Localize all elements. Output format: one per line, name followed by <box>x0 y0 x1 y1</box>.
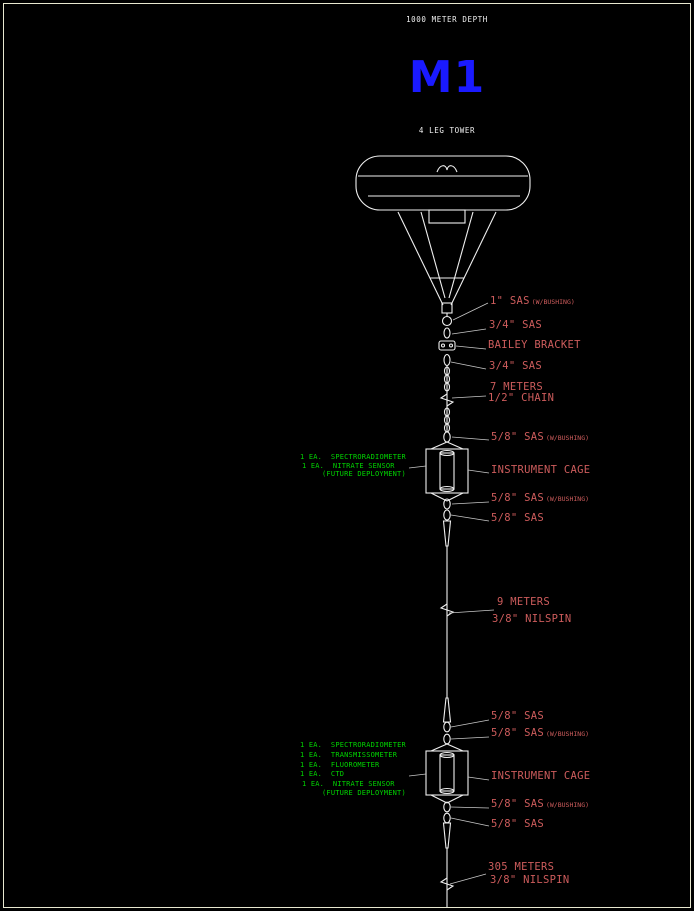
label-nilspin2-length: 305 METERS <box>488 861 555 873</box>
nilspin-1-section <box>439 520 455 745</box>
label-34-sas-a: 3/4" SAS <box>489 319 542 331</box>
instrument-list-1-item: 1 EA. NITRATE SENSOR <box>302 462 395 470</box>
instrument-list-2-item: 1 EA. TRANSMISSOMETER <box>300 751 398 759</box>
label-instrument-cage-1: INSTRUMENT CAGE <box>491 464 591 476</box>
label-nilspin1-size: 3/8" NILSPIN <box>492 613 572 625</box>
swage-fitting <box>442 520 452 547</box>
label-chain-size: 1/2" CHAIN <box>488 392 555 404</box>
instrument-list-2-item: 1 EA. FLUOROMETER <box>300 761 380 769</box>
leader-lines <box>408 302 495 885</box>
label-34-sas-b: 3/4" SAS <box>489 360 542 372</box>
label-58-sas-wb-4: 5/8" SAS(W/BUSHING) <box>491 798 590 810</box>
label-bailey-bracket: BAILEY BRACKET <box>488 339 581 351</box>
label-chain-length: 7 METERS <box>490 381 543 393</box>
label-nilspin1-length: 9 METERS <box>497 596 550 608</box>
bushing-note: (W/BUSHING) <box>545 730 590 738</box>
label-58-sas-wb-2: 5/8" SAS(W/BUSHING) <box>491 492 590 504</box>
instrument-cage-1-drawing <box>425 431 469 521</box>
instrument-list-1-note: (FUTURE DEPLOYMENT) <box>322 470 406 478</box>
instrument-list-1-item: 1 EA. SPECTRORADIOMETER <box>300 453 406 461</box>
instrument-list-2-item: 1 EA. NITRATE SENSOR <box>302 780 395 788</box>
bird-emblem-icon <box>436 165 458 173</box>
bushing-note: (W/BUSHING) <box>545 434 590 442</box>
instrument-list-2-item: 1 EA. SPECTRORADIOMETER <box>300 741 406 749</box>
label-instrument-cage-2: INSTRUMENT CAGE <box>491 770 591 782</box>
bushing-note: (W/BUSHING) <box>545 495 590 503</box>
buoy-drawing <box>355 155 531 224</box>
label-58-sas-wb-3: 5/8" SAS(W/BUSHING) <box>491 727 590 739</box>
instrument-list-2-note: (FUTURE DEPLOYMENT) <box>322 789 406 797</box>
swage-fitting <box>442 697 452 723</box>
label-1in-sas: 1" SAS(W/BUSHING) <box>490 295 575 307</box>
bridle-cone <box>397 211 497 316</box>
bushing-note: (W/BUSHING) <box>545 801 590 809</box>
bailey-bracket-shape <box>438 340 456 351</box>
depth-label: 1000 METER DEPTH <box>406 15 488 24</box>
line-break-symbol <box>439 393 455 407</box>
label-58-sas-a: 5/8" SAS <box>491 512 544 524</box>
label-nilspin2-size: 3/8" NILSPIN <box>490 874 570 886</box>
chain-section <box>439 366 455 433</box>
line-break-symbol <box>439 603 455 617</box>
tower-label: 4 LEG TOWER <box>418 126 476 135</box>
label-58-sas-wb-1: 5/8" SAS(W/BUSHING) <box>491 431 590 443</box>
nilspin-2-section <box>439 822 455 907</box>
bushing-note: (W/BUSHING) <box>531 298 575 306</box>
swage-fitting <box>442 822 452 849</box>
instrument-cage-2-drawing <box>425 743 469 824</box>
instrument-list-2-item: 1 EA. CTD <box>300 770 345 778</box>
upper-hardware <box>438 315 456 367</box>
label-58-sas-b: 5/8" SAS <box>491 710 544 722</box>
line-break-symbol <box>439 877 455 891</box>
drawing-title: M1 <box>408 52 486 103</box>
label-58-sas-c: 5/8" SAS <box>491 818 544 830</box>
